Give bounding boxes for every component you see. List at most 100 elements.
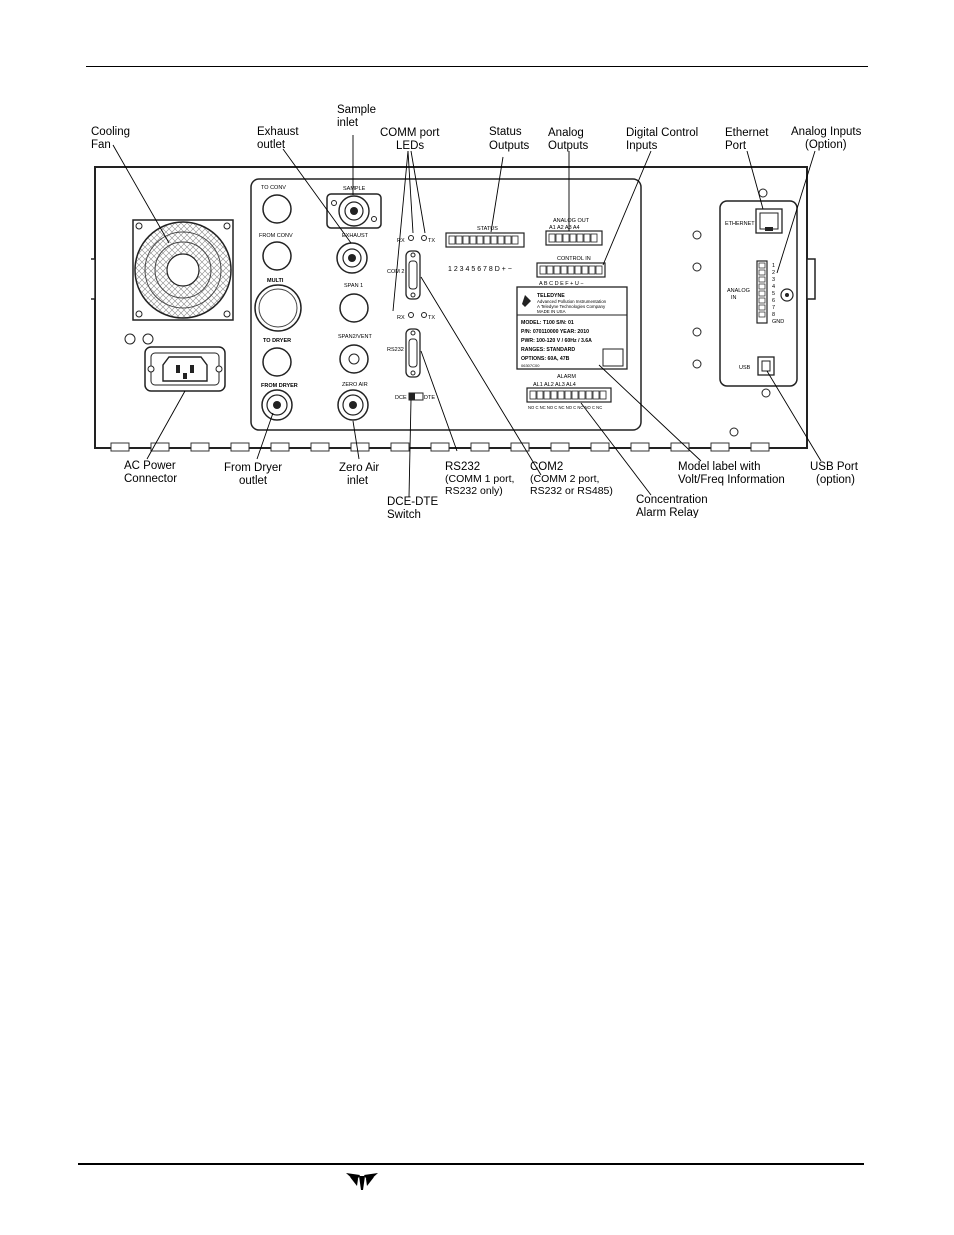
- rx1-label: RX: [397, 238, 405, 244]
- analog-inputs: ANALOG IN 1 2 3 4 5 6 7 8 GND: [727, 260, 794, 325]
- alarm-contacts: NO C NC NO C NC NO C NC NO C NC: [528, 405, 602, 410]
- callout-digital-2: Inputs: [626, 140, 658, 152]
- model-label: TELEDYNE Advanced Pollution Instrumentat…: [516, 286, 628, 370]
- callout-usb-1: USB Port: [810, 461, 859, 473]
- zero-air-label: ZERO AIR: [342, 382, 368, 388]
- callout-sample-1: Sample: [337, 104, 376, 116]
- alarm-channels: AL1 AL2 AL3 AL4: [533, 382, 576, 388]
- callout-comm-leds-1: COMM port: [380, 127, 440, 139]
- callout-analog-out-2: Outputs: [548, 140, 589, 152]
- fitting-from-dryer: FROM DRYER: [261, 383, 298, 421]
- label-pwr: PWR: 100-120 V / 60Hz / 3.6A: [521, 338, 592, 344]
- label-tagline-3: MADE IN USA: [537, 309, 566, 314]
- fitting-span2-vent: SPAN2/VENT: [338, 334, 372, 374]
- callout-status-1: Status: [489, 126, 522, 138]
- label-brand: TELEDYNE: [537, 293, 565, 299]
- analog-in-pin-2: 2: [772, 270, 775, 276]
- usb-port: USB: [739, 356, 775, 376]
- callout-comm-leds-2: LEDs: [396, 140, 424, 152]
- callout-usb-2: (option): [816, 474, 855, 486]
- analog-in-label-1: ANALOG: [727, 288, 750, 294]
- sample-label: SAMPLE: [343, 186, 366, 192]
- dce-label: DCE: [395, 395, 407, 401]
- fitting-to-conv: TO CONV: [261, 185, 292, 224]
- usb-label: USB: [739, 365, 751, 371]
- label-pn: P/N: 070110000 YEAR: 2010: [521, 329, 589, 335]
- callout-alarm-1: Concentration: [636, 494, 708, 506]
- callout-rs232-2: (COMM 1 port,: [445, 473, 514, 485]
- analog-in-pin-8: 8: [772, 312, 775, 318]
- callout-exhaust-2: outlet: [257, 139, 286, 151]
- comm-leds-top: RX TX: [397, 235, 435, 244]
- callout-rs232-1: RS232: [445, 461, 480, 473]
- callout-com2-2: (COMM 2 port,: [530, 473, 599, 485]
- analog-in-pin-5: 5: [772, 291, 775, 297]
- status-pin-numbers: 1 2 3 4 5 6 7 8 D + −: [448, 266, 512, 273]
- ethernet-port: ETHERNET: [725, 208, 783, 234]
- comm-leds-bottom: RX TX: [397, 312, 435, 321]
- span1-label: SPAN 1: [344, 283, 363, 289]
- label-options: OPTIONS: 60A, 47B: [521, 356, 570, 362]
- cooling-fan: [132, 219, 234, 321]
- fitting-from-conv: FROM CONV: [259, 233, 293, 271]
- from-dryer-label: FROM DRYER: [261, 383, 298, 389]
- teledyne-logo-icon: [344, 1170, 380, 1192]
- to-conv-label: TO CONV: [261, 185, 286, 191]
- callout-analog-out-1: Analog: [548, 127, 584, 139]
- analog-outputs: ANALOG OUT A1 A2 A3 A4: [545, 218, 603, 246]
- small-holes: [124, 333, 154, 345]
- fitting-multi: MULTI: [254, 278, 302, 332]
- analog-out-label: ANALOG OUT: [553, 218, 590, 224]
- fitting-to-dryer: TO DRYER: [262, 338, 292, 377]
- callout-analog-in-1: Analog Inputs: [791, 126, 862, 138]
- dte-label: DTE: [424, 395, 435, 401]
- callout-exhaust-1: Exhaust: [257, 126, 299, 138]
- analog-out-channels: A1 A2 A3 A4: [549, 225, 580, 231]
- callout-cooling-fan-1: Cooling: [91, 126, 130, 138]
- label-ranges: RANGES: STANDARD: [521, 347, 575, 353]
- fitting-span1: SPAN 1: [339, 283, 369, 323]
- panel-screws: [692, 230, 739, 437]
- control-in-letters: A B C D E F + U −: [539, 281, 584, 287]
- analog-in-pin-1: 1: [772, 263, 775, 269]
- ethernet-label: ETHERNET: [725, 221, 755, 227]
- callouts: Cooling Fan Exhaust outlet Sample inlet …: [91, 104, 862, 518]
- callout-ethernet-1: Ethernet: [725, 127, 769, 139]
- exhaust-label: EXHAUST: [342, 233, 369, 239]
- callout-alarm-2: Alarm Relay: [636, 507, 699, 518]
- control-in-label: CONTROL IN: [557, 256, 591, 262]
- callout-zero-air-1: Zero Air: [339, 462, 379, 474]
- from-conv-label: FROM CONV: [259, 233, 293, 239]
- dce-dte-switch: DCE DTE: [395, 392, 435, 401]
- analog-in-pin-4: 4: [772, 284, 775, 290]
- label-tagline-2: A Teledyne Technologies Company: [537, 304, 606, 309]
- ac-power-connector: [144, 346, 226, 392]
- span2-vent-label: SPAN2/VENT: [338, 334, 372, 340]
- callout-zero-air-2: inlet: [347, 475, 369, 487]
- header-rule: [86, 66, 868, 67]
- callout-com2-1: COM2: [530, 461, 563, 473]
- status-outputs: STATUS 1 2 3 4 5 6 7 8 D + −: [445, 226, 525, 273]
- fitting-exhaust: EXHAUST: [336, 233, 369, 274]
- callout-ac-power-1: AC Power: [124, 460, 176, 472]
- callout-ethernet-2: Port: [725, 140, 747, 152]
- rs232-panel-label: RS232: [387, 347, 404, 353]
- callout-analog-in-2: (Option): [805, 139, 847, 151]
- callout-from-dryer-1: From Dryer: [224, 462, 282, 474]
- to-dryer-label: TO DRYER: [263, 338, 291, 344]
- callout-from-dryer-2: outlet: [239, 475, 268, 487]
- analog-in-label-2: IN: [731, 295, 737, 301]
- callout-dce-dte-2: Switch: [387, 509, 421, 518]
- tx1-label: TX: [428, 238, 435, 244]
- callout-cooling-fan-2: Fan: [91, 139, 111, 151]
- tx2-label: TX: [428, 315, 435, 321]
- callout-dce-dte-1: DCE-DTE: [387, 496, 438, 508]
- callout-sample-2: inlet: [337, 117, 359, 129]
- analog-in-pin-7: 7: [772, 305, 775, 311]
- callout-model-label-2: Volt/Freq Information: [678, 474, 785, 486]
- rx2-label: RX: [397, 315, 405, 321]
- label-tagline-1: Advanced Pollution Instrumentation: [537, 299, 607, 304]
- rear-panel-diagram: TO CONV FROM CONV MULTI TO DRYER FROM DR…: [91, 104, 862, 518]
- control-inputs: CONTROL IN A B C D E F + U −: [536, 256, 606, 287]
- rs232-port: RS232: [387, 328, 421, 378]
